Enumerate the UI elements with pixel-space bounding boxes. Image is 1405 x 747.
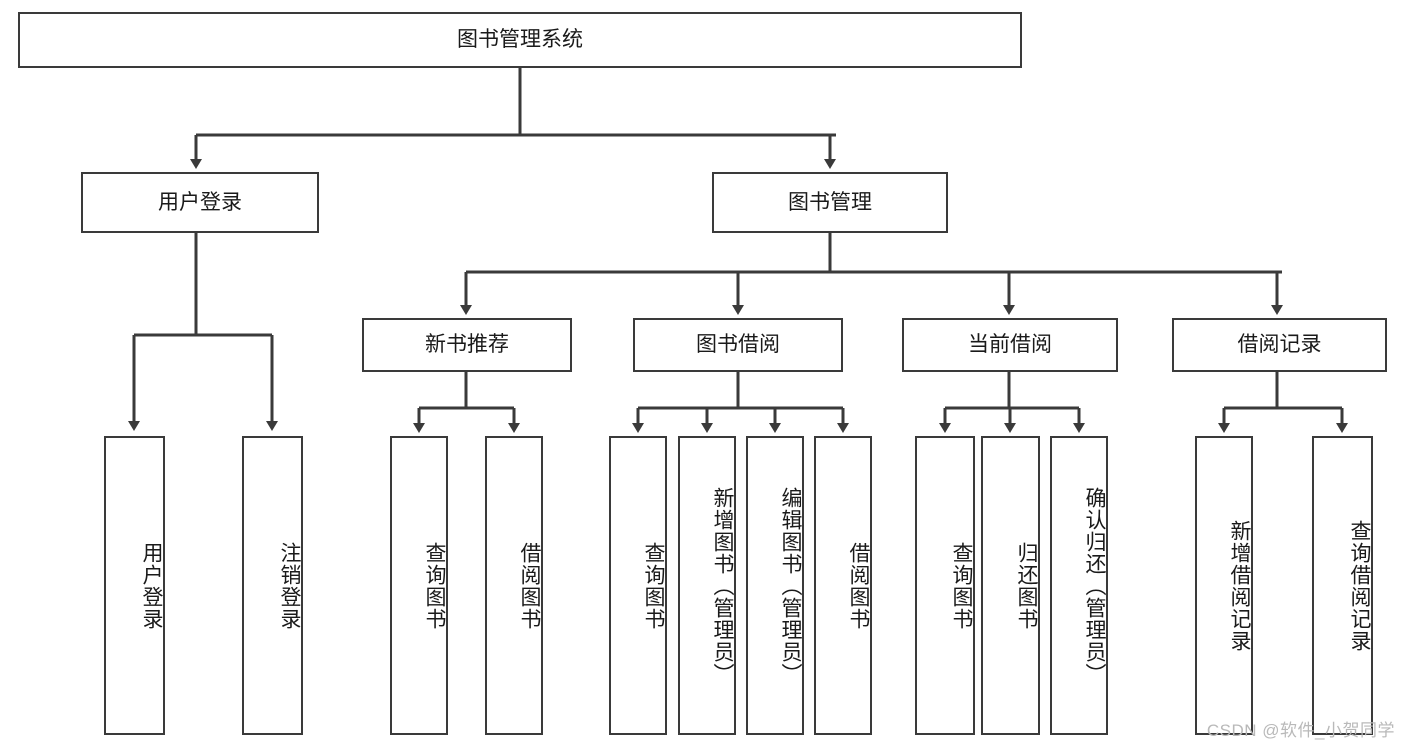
node-label: 借阅记录 bbox=[1237, 333, 1322, 357]
node-label: 借阅图书 bbox=[518, 541, 541, 630]
node-label: 查询图书 bbox=[950, 541, 973, 630]
watermark: CSDN @软件_小贺同学 bbox=[1206, 721, 1395, 740]
leaf-query-book-current[interactable]: 查询图书 bbox=[915, 436, 975, 735]
node-user-login[interactable]: 用户登录 bbox=[81, 172, 319, 233]
leaf-borrow-book[interactable]: 借阅图书 bbox=[814, 436, 872, 735]
leaf-query-book-recommend[interactable]: 查询图书 bbox=[390, 436, 448, 735]
leaf-edit-book-admin[interactable]: 编辑图书（管理员） bbox=[746, 436, 804, 735]
leaf-borrow-book-recommend[interactable]: 借阅图书 bbox=[485, 436, 543, 735]
node-new-book-recommend[interactable]: 新书推荐 bbox=[362, 318, 572, 372]
node-label: 注销登录 bbox=[278, 541, 301, 630]
node-label: 编辑图书（管理员） bbox=[779, 486, 802, 685]
node-label: 查询借阅记录 bbox=[1348, 519, 1371, 652]
leaf-query-borrow-record[interactable]: 查询借阅记录 bbox=[1312, 436, 1373, 735]
node-label: 图书借阅 bbox=[696, 333, 780, 357]
node-label: 查询图书 bbox=[642, 541, 665, 630]
leaf-query-book-borrow[interactable]: 查询图书 bbox=[609, 436, 667, 735]
node-label: 新增借阅记录 bbox=[1228, 519, 1251, 652]
node-current-borrow[interactable]: 当前借阅 bbox=[902, 318, 1118, 372]
node-label: 确认归还（管理员） bbox=[1083, 486, 1106, 685]
node-label: 当前借阅 bbox=[968, 333, 1052, 357]
node-book-management[interactable]: 图书管理 bbox=[712, 172, 948, 233]
node-label: 借阅图书 bbox=[847, 541, 870, 630]
node-label: 用户登录 bbox=[158, 190, 242, 214]
leaf-return-book[interactable]: 归还图书 bbox=[981, 436, 1040, 735]
node-root-book-management-system[interactable]: 图书管理系统 bbox=[18, 12, 1022, 68]
node-label: 查询图书 bbox=[423, 541, 446, 630]
node-label: 图书管理系统 bbox=[457, 28, 583, 52]
node-label: 新书推荐 bbox=[425, 333, 509, 357]
leaf-confirm-return-admin[interactable]: 确认归还（管理员） bbox=[1050, 436, 1108, 735]
node-borrow-record[interactable]: 借阅记录 bbox=[1172, 318, 1387, 372]
leaf-logout-login[interactable]: 注销登录 bbox=[242, 436, 303, 735]
leaf-add-book-admin[interactable]: 新增图书（管理员） bbox=[678, 436, 736, 735]
node-book-borrow[interactable]: 图书借阅 bbox=[633, 318, 843, 372]
node-label: 用户登录 bbox=[140, 541, 163, 630]
node-label: 归还图书 bbox=[1015, 541, 1038, 630]
leaf-user-login[interactable]: 用户登录 bbox=[104, 436, 165, 735]
node-label: 新增图书（管理员） bbox=[711, 486, 734, 685]
leaf-add-borrow-record[interactable]: 新增借阅记录 bbox=[1195, 436, 1253, 735]
node-label: 图书管理 bbox=[788, 190, 872, 214]
